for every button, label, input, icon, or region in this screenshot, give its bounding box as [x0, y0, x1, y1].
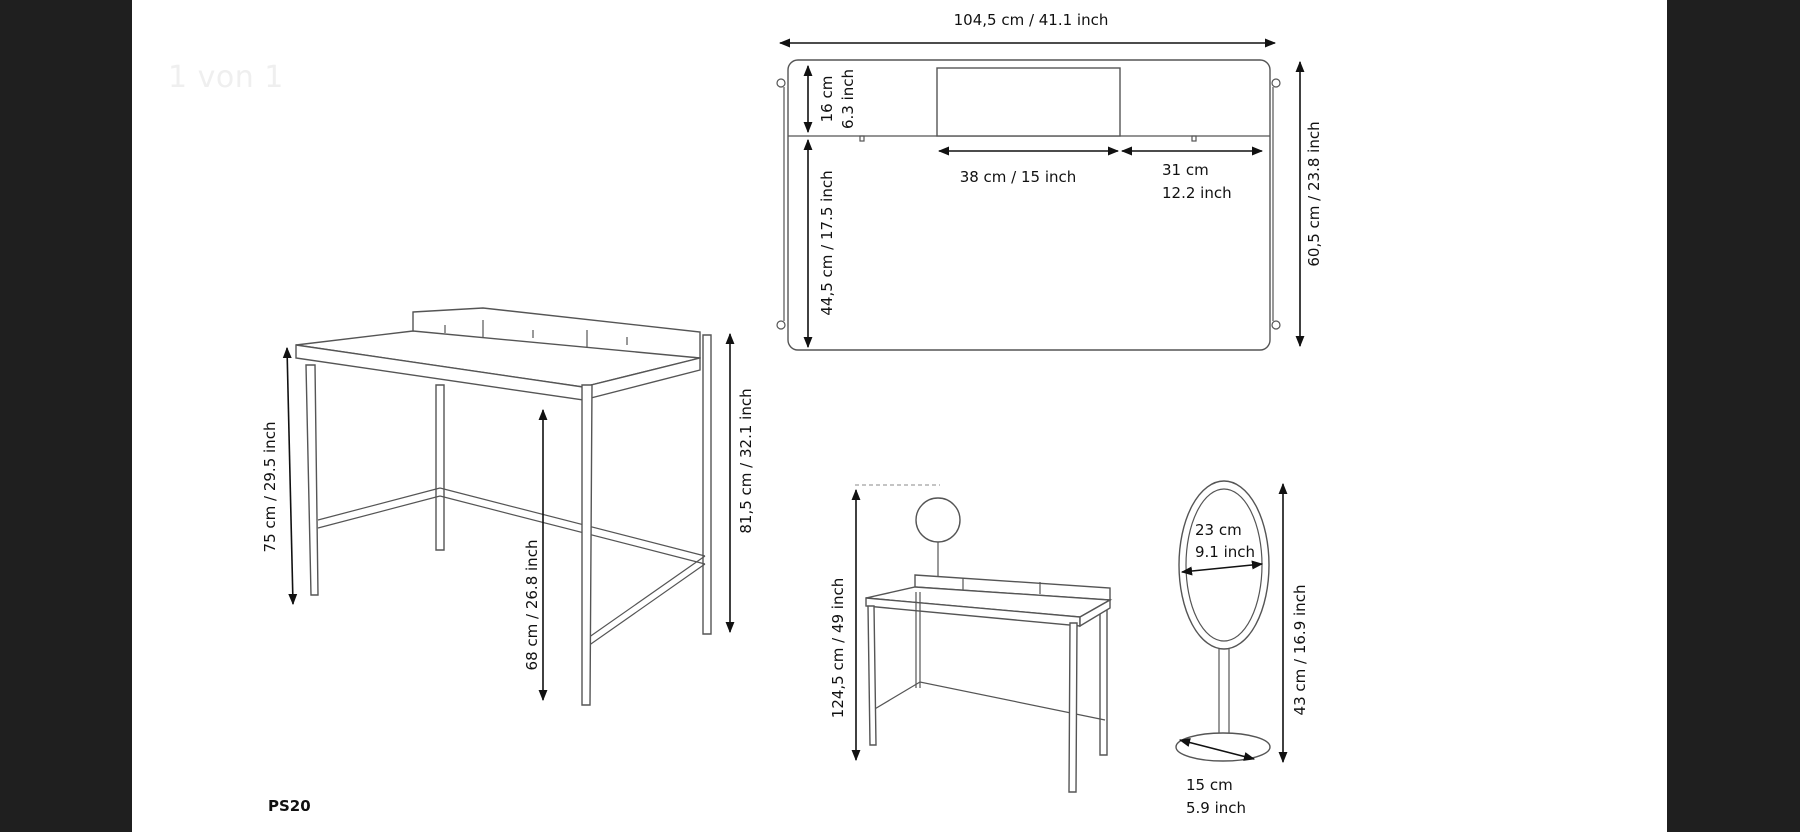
label-center-drawer: 38 cm / 15 inch	[960, 168, 1077, 186]
back-rail	[439, 487, 706, 565]
top-view: 104,5 cm / 41.1 inch 16 cm 6.3 inch 44,5…	[776, 11, 1323, 351]
label-desk-height: 75 cm / 29.5 inch	[261, 422, 279, 553]
dim-line-mirror-base	[1178, 738, 1256, 761]
dim-line-mirror-diameter	[1180, 560, 1264, 576]
label-side-drawer-cm: 31 cm	[1162, 161, 1209, 179]
back-right-leg	[702, 334, 712, 635]
knob-right	[1191, 135, 1197, 142]
label-top-width: 104,5 cm / 41.1 inch	[954, 11, 1109, 29]
label-mirror-height: 43 cm / 16.9 inch	[1291, 585, 1309, 716]
label-side-drawer-in: 12.2 inch	[1162, 184, 1232, 202]
md-front-left-leg	[867, 605, 877, 746]
label-mirror-diameter-cm: 23 cm	[1195, 521, 1242, 539]
leg-pin-bottom-right	[1271, 320, 1281, 330]
label-mirror-base-in: 5.9 inch	[1186, 799, 1246, 817]
front-left-leg	[305, 364, 319, 596]
label-knee-height: 68 cm / 26.8 inch	[523, 540, 541, 671]
leg-pin-top-left	[776, 78, 786, 88]
md-back-left-leg	[915, 592, 921, 688]
desk-perspective: 75 cm / 29.5 inch 68 cm / 26.8 inch 81,5…	[261, 307, 755, 706]
md-back-right-leg	[1099, 594, 1108, 756]
label-desk-depth: 44,5 cm / 17.5 inch	[818, 170, 836, 315]
mirror-base-plate	[936, 67, 1121, 137]
label-shelf-height: 81,5 cm / 32.1 inch	[737, 388, 755, 533]
back-left-leg	[435, 384, 445, 551]
front-right-leg	[581, 384, 593, 706]
label-shelf-depth-in: 6.3 inch	[839, 69, 857, 129]
side-rail-right	[584, 555, 706, 647]
knob-left	[859, 135, 865, 142]
label-mirror-diameter-in: 9.1 inch	[1195, 543, 1255, 561]
md-front-right-leg	[1068, 622, 1078, 793]
dim-line-desk-height	[282, 346, 298, 606]
model-label: PS20	[268, 797, 311, 815]
label-shelf-depth-cm: 16 cm	[818, 76, 836, 123]
md-desk-side-edge	[1079, 598, 1111, 628]
desk-top-outline	[787, 59, 1271, 351]
mirror-base	[1175, 732, 1271, 762]
mirror-detail: 23 cm 9.1 inch 43 cm / 16.9 inch 15 cm 5…	[1175, 480, 1309, 817]
label-mirror-base-cm: 15 cm	[1186, 776, 1233, 794]
small-mirror	[915, 497, 961, 543]
side-rail-left	[317, 487, 441, 529]
leg-pin-bottom-left	[776, 320, 786, 330]
leg-pin-top-right	[1271, 78, 1281, 88]
desk-with-mirror: 124,5 cm / 49 inch	[829, 484, 1113, 793]
label-mirror-total-height: 124,5 cm / 49 inch	[829, 578, 847, 718]
label-total-depth: 60,5 cm / 23.8 inch	[1305, 121, 1323, 266]
page-counter: 1 von 1	[168, 60, 284, 95]
